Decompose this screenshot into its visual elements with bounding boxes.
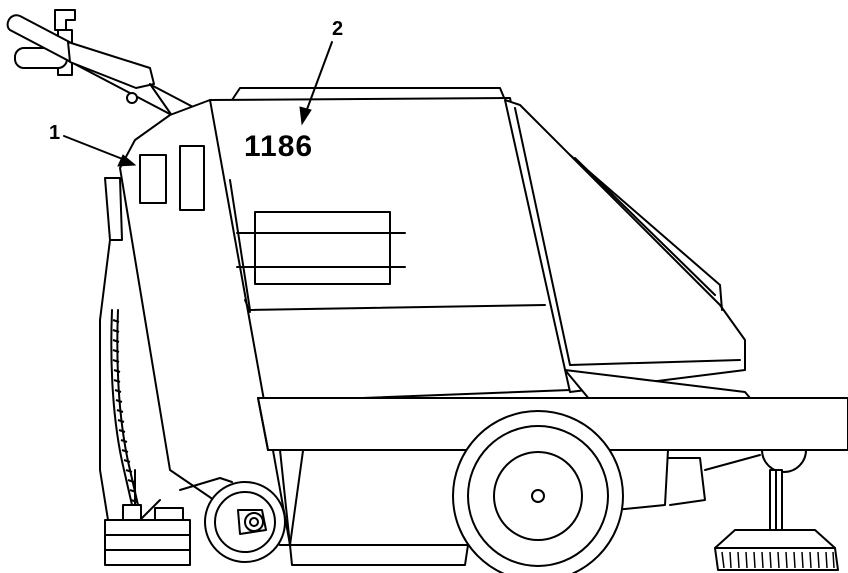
callout-2-arrowhead (299, 106, 312, 126)
steering-handle (6, 9, 196, 123)
callout-2: 2 (299, 18, 343, 126)
side-panel (99, 177, 161, 521)
callout-1-number: 1 (49, 122, 60, 144)
callout-1-arrowhead (117, 154, 137, 167)
rear-block (104, 469, 191, 566)
side-broom (714, 449, 839, 571)
main-housing (119, 87, 746, 546)
callout-1: 1 (49, 122, 137, 167)
caster-wheel (179, 477, 286, 563)
large-wheel (452, 410, 624, 573)
model-label: 1186 (244, 130, 313, 163)
callout-2-number: 2 (332, 18, 343, 40)
